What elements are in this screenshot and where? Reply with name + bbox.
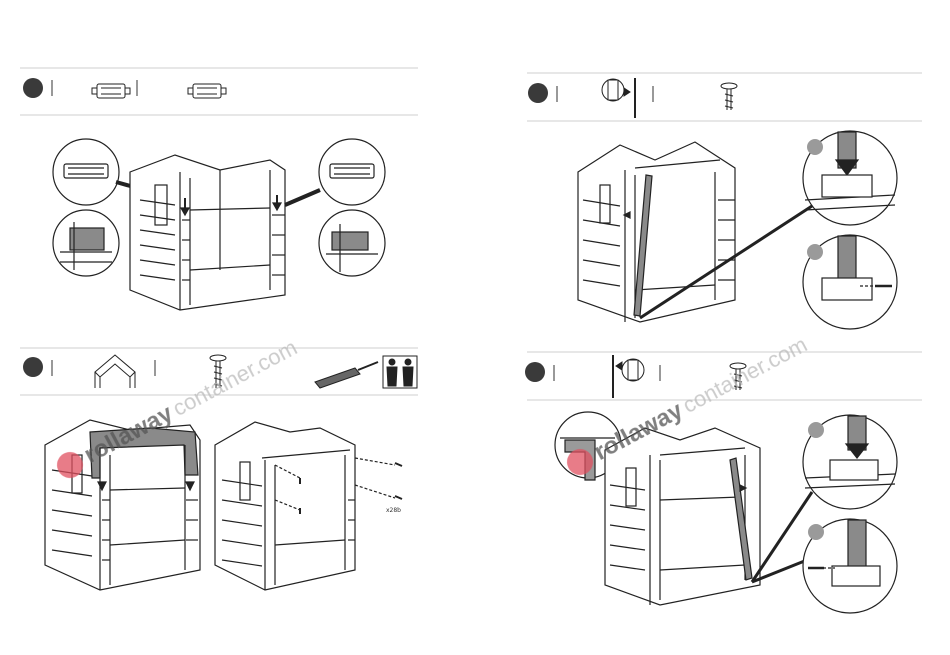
detail-circle — [319, 139, 385, 205]
detail-circle — [53, 210, 119, 276]
detail-circle — [803, 519, 897, 613]
detail-circle — [803, 415, 897, 509]
roof-gable-frame-icon — [95, 355, 135, 388]
detail-circle — [319, 210, 385, 276]
screwdriver-icon — [315, 362, 378, 388]
detail-circle — [803, 131, 897, 225]
step-2 — [527, 73, 922, 329]
connector-clip-icon — [188, 84, 226, 98]
corner-post-icon — [616, 359, 644, 381]
corner-post-icon — [602, 79, 630, 101]
detail-circle — [53, 139, 119, 205]
step-4-bullet — [525, 362, 545, 382]
step-2-bullet — [528, 83, 548, 103]
quantity-label: x28b — [386, 507, 401, 514]
shed-drawing — [605, 428, 760, 605]
step-3-bullet — [23, 357, 43, 377]
screw-icon — [721, 83, 737, 110]
connector-clip-icon — [92, 84, 130, 98]
shed-drawing — [578, 142, 735, 322]
step-1-bullet — [23, 78, 43, 98]
shed-drawing — [130, 155, 285, 310]
two-persons-icon — [383, 356, 417, 388]
shed-drawing — [215, 422, 402, 590]
detail-circle — [803, 235, 897, 329]
step-1 — [20, 68, 418, 310]
watermark-suffix: container.com — [679, 332, 812, 418]
